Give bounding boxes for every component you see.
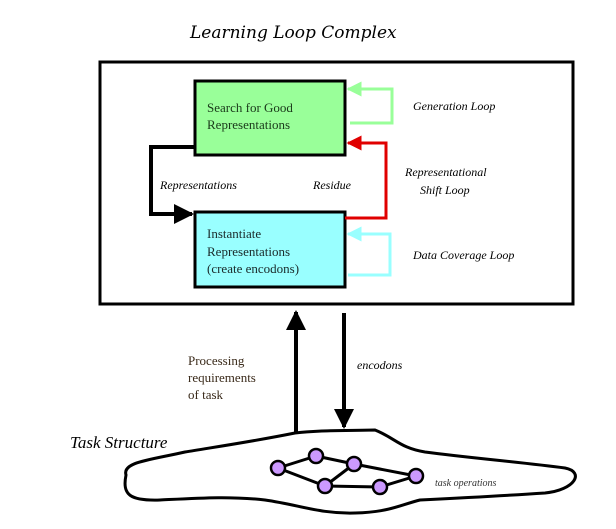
instantiate-box-line-3: (create encodons) [207,261,299,276]
encodons-label: encodons [357,358,403,372]
task-structure-label: Task Structure [70,433,168,452]
search-box [193,79,347,157]
task-node [345,455,363,473]
data-coverage-loop-label: Data Coverage Loop [412,248,514,262]
task-operations-label: task operations [435,478,496,489]
data-coverage-loop-arrow [346,226,392,277]
task-edge [277,466,326,488]
task-edge [353,462,417,478]
processing-label-line-3: of task [188,387,224,402]
representations-label: Representations [159,178,237,192]
task-node [307,447,325,465]
representations-arrow [149,145,195,224]
residue-label: Residue [312,178,352,192]
generation-loop-label: Generation Loop [413,99,495,113]
instantiate-box [193,210,347,289]
search-box-line-1: Search for Good [207,100,293,115]
instantiate-box-line-2: Representations [207,244,290,259]
processing-label-line-1: Processing [188,353,245,368]
task-node [316,477,334,495]
task-node [407,467,425,485]
task-structure-blob [123,428,577,515]
processing-label-line-2: requirements [188,370,256,385]
shift-loop-label-line-1: Representational [404,165,487,179]
task-node [269,459,287,477]
diagram-title: Learning Loop Complex [189,23,397,43]
representational-shift-loop-arrow [345,135,388,220]
task-operations-graph [269,447,425,496]
task-node [371,478,389,496]
task-edge [324,484,381,489]
shift-loop-label-line-2: Shift Loop [420,183,470,197]
instantiate-box-line-1: Instantiate [207,226,261,241]
generation-loop-arrow [346,81,394,125]
search-box-line-2: Representations [207,117,290,132]
